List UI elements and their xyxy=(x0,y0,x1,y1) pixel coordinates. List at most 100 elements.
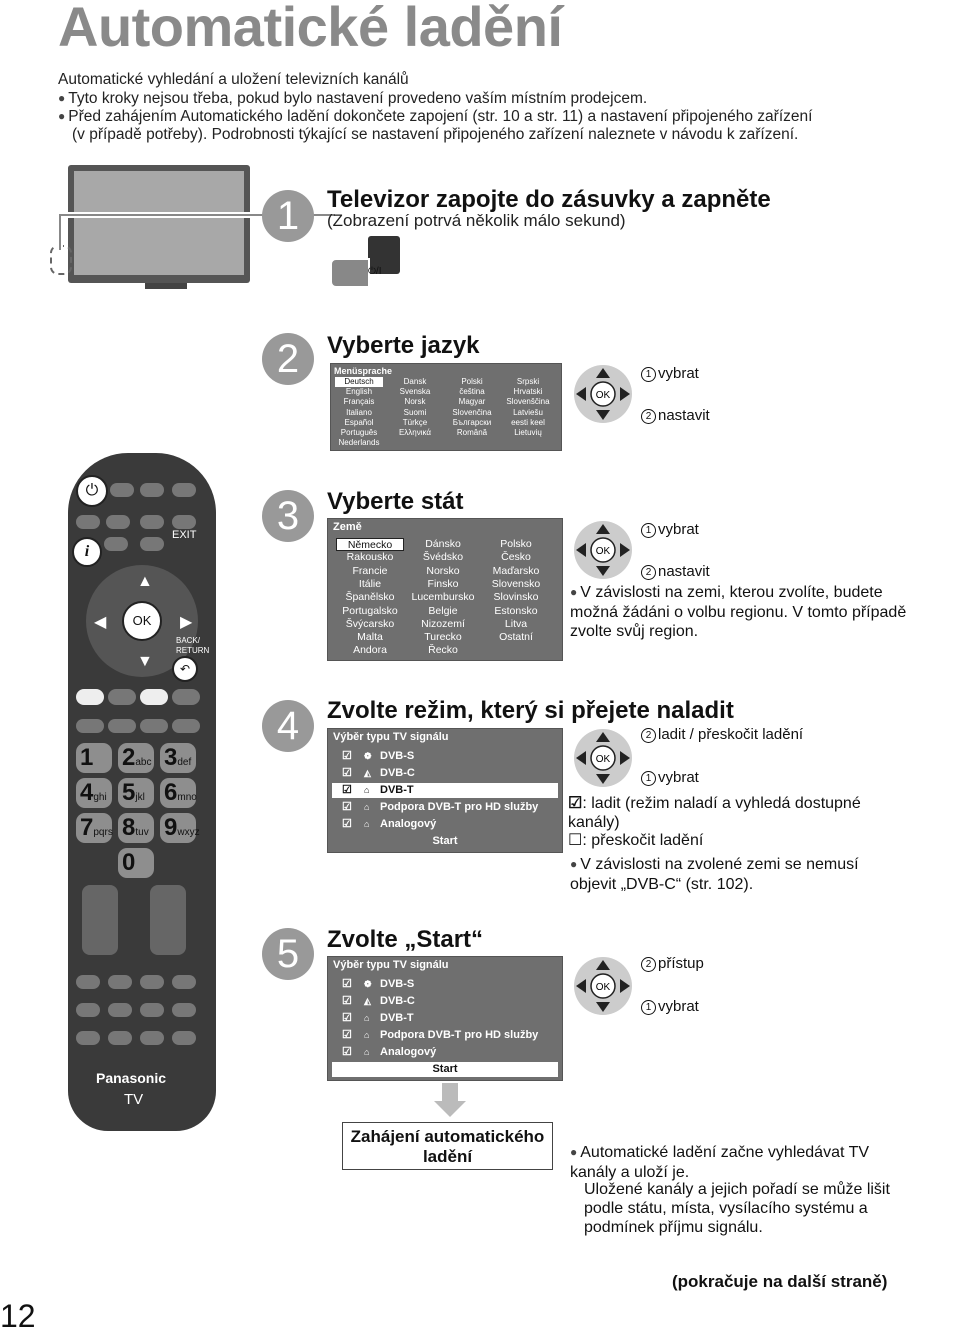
language-option: Polski xyxy=(461,377,483,386)
language-option: Български xyxy=(452,417,492,427)
country-option: Slovinsko xyxy=(493,591,539,604)
country-option: Malta xyxy=(357,631,383,644)
checkbox-checked-icon: ☑ xyxy=(342,750,352,762)
language-option: Hrvatski xyxy=(513,387,543,397)
note: V závislosti na zvolené zemi se nemusí o… xyxy=(570,855,890,894)
country-option: Německo xyxy=(336,538,404,551)
country-option: Dánsko xyxy=(425,538,461,550)
arrow-up-icon: ▲ xyxy=(137,573,153,590)
language-option: eesti keel xyxy=(511,417,545,427)
svg-text:OK: OK xyxy=(596,754,611,765)
antenna-icon: ⌂ xyxy=(364,1013,370,1023)
svg-text:OK: OK xyxy=(596,982,611,993)
intro-bullet: Tyto kroky nejsou třeba, pokud bylo nast… xyxy=(58,90,647,108)
nav-pad: OK xyxy=(572,520,634,580)
antenna-icon: ⌂ xyxy=(364,785,370,795)
signal-menu: Výběr typu TV signálu ☑❁DVB-S☑◭DVB-C☑⌂DV… xyxy=(327,956,563,1081)
signal-row: ☑◭DVB-C xyxy=(332,766,558,781)
antenna-icon: ❁ xyxy=(364,979,372,989)
number-key: 4ghi xyxy=(76,778,112,808)
language-option: Português xyxy=(340,428,378,437)
language-option: Magyar xyxy=(458,397,486,407)
pointer-line xyxy=(57,212,335,250)
svg-text:OK: OK xyxy=(596,546,611,557)
down-arrow-icon xyxy=(434,1083,466,1117)
signal-label: Analogový xyxy=(380,818,437,830)
language-option: Español xyxy=(344,417,374,427)
menu-title: Země xyxy=(333,521,362,533)
language-option: Latviešu xyxy=(513,407,543,417)
language-option: Slovenčina xyxy=(452,407,492,417)
tv-illustration xyxy=(50,165,255,290)
return-icon: ↶ xyxy=(172,656,198,682)
antenna-icon: ⌂ xyxy=(364,1030,370,1040)
legend-skip: ☐: přeskočit ladění xyxy=(568,832,704,849)
nav-pad: OK xyxy=(572,364,634,424)
signal-row: ☑❁DVB-S xyxy=(332,977,558,992)
step-heading: Vyberte stát xyxy=(327,488,464,515)
power-button-illustration: ⏻/I xyxy=(330,236,402,294)
intro-bullet-cont: (v případě potřeby). Podrobnosti týkajíc… xyxy=(72,126,799,143)
back-label: BACK/ RETURN xyxy=(176,636,210,655)
step-number: 5 xyxy=(262,928,314,980)
number-key: 2abc xyxy=(118,743,154,773)
checkbox-empty-icon: ☐ xyxy=(568,832,583,849)
signal-row: ☑❁DVB-S xyxy=(332,749,558,764)
step-number: 1 xyxy=(262,190,314,242)
antenna-icon: ◭ xyxy=(364,996,371,1006)
arrow-left-icon: ◀ xyxy=(94,614,107,631)
note: Automatické ladění začne vyhledávat TV k… xyxy=(570,1143,900,1182)
country-option: Turecko xyxy=(424,631,462,644)
country-option: Maďarsko xyxy=(492,564,540,577)
legend-tune: ☑: ladit (režim naladí a vyhledá dostupn… xyxy=(568,795,861,831)
language-option: English xyxy=(345,387,373,397)
nav-pad: OK xyxy=(572,728,634,788)
step-number: 2 xyxy=(262,333,314,385)
step-number: 3 xyxy=(262,490,314,542)
number-key: 0 xyxy=(118,848,154,878)
continued-note: (pokračuje na další straně) xyxy=(672,1272,888,1291)
number-key: 9wxyz xyxy=(160,813,200,843)
checkbox-checked-icon: ☑ xyxy=(342,801,352,813)
language-option: Srpski xyxy=(516,377,540,386)
country-option: Finsko xyxy=(427,577,459,590)
number-key: 1 xyxy=(76,743,112,773)
country-option: Nizozemí xyxy=(421,617,465,630)
antenna-icon: ❁ xyxy=(364,751,372,761)
country-option: Švédsko xyxy=(422,551,464,564)
signal-label: DVB-T xyxy=(380,1012,414,1024)
page-title: Automatické ladění xyxy=(58,0,563,58)
svg-text:OK: OK xyxy=(596,390,611,401)
language-option: Ελληνικά xyxy=(398,428,432,437)
signal-row: ☑⌂Podpora DVB-T pro HD služby xyxy=(332,800,558,815)
country-option: Rakousko xyxy=(346,551,394,564)
nav-pad: OK xyxy=(572,956,634,1016)
exit-label: EXIT xyxy=(172,529,197,541)
language-option: Slovenščina xyxy=(506,397,550,407)
number-key: 5jkl xyxy=(118,778,154,808)
signal-label: Podpora DVB-T pro HD služby xyxy=(380,1029,539,1041)
note: V závislosti na zemi, kterou zvolíte, bu… xyxy=(570,583,910,641)
checkbox-checked-icon: ☑ xyxy=(342,1012,352,1024)
result-box: Zahájení automatického ladění xyxy=(342,1122,553,1170)
number-key: 6mno xyxy=(160,778,197,808)
menu-title: Výběr typu TV signálu xyxy=(333,731,449,743)
checkbox-checked-icon: ☑ xyxy=(342,1046,352,1058)
number-key: 7pqrs xyxy=(76,813,113,843)
country-option: Litva xyxy=(504,617,528,630)
checkbox-checked-icon: ☑ xyxy=(342,978,352,990)
start-button: Start xyxy=(332,1062,558,1077)
country-option: Řecko xyxy=(428,644,458,657)
checkbox-checked-icon: ☑ xyxy=(342,818,352,830)
checkbox-checked-icon: ☑ xyxy=(342,995,352,1007)
signal-row: ☑⌂Analogový xyxy=(332,1045,558,1060)
country-option: Portugalsko xyxy=(342,604,398,617)
country-option: Francie xyxy=(352,564,388,577)
